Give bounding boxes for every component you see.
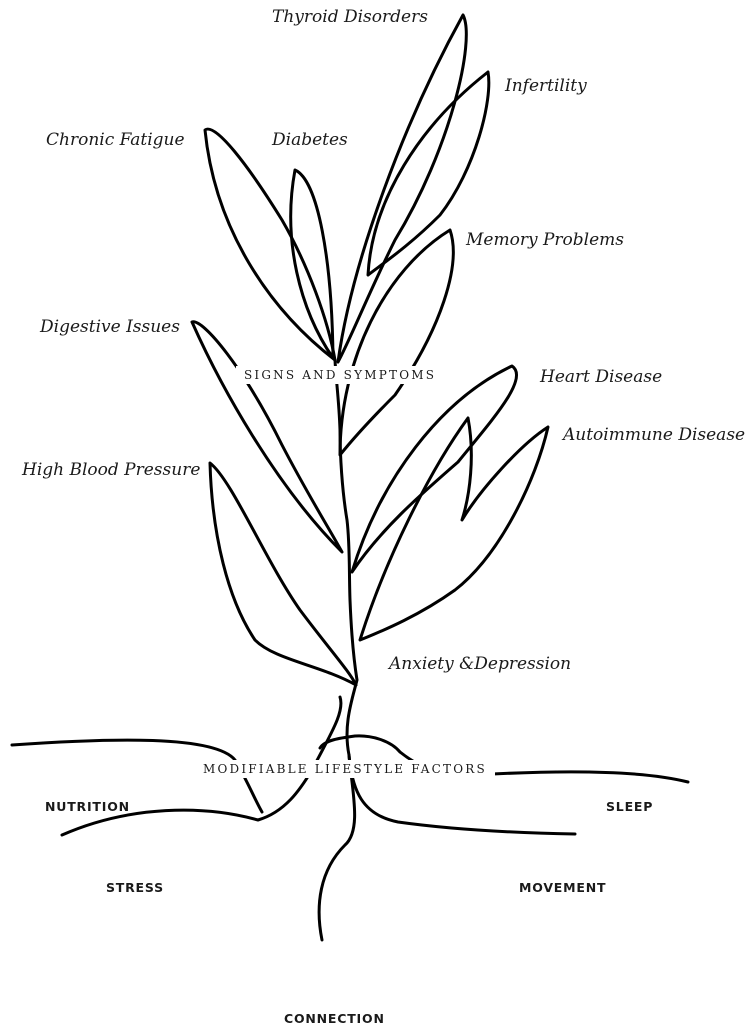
label-heart-disease: Heart Disease [540, 367, 662, 387]
leaf-thyroid [338, 15, 466, 362]
label-diabetes: Diabetes [272, 130, 348, 150]
label-thyroid-disorders: Thyroid Disorders [272, 7, 428, 27]
label-autoimmune-disease: Autoimmune Disease [563, 425, 745, 445]
section-label-signs-symptoms: Signs and Symptoms [236, 366, 444, 384]
label-anxiety-depression: Anxiety &Depression [389, 654, 571, 674]
root-label-connection: CONNECTION [284, 1011, 385, 1026]
root-label-stress: STRESS [106, 880, 164, 895]
label-chronic-fatigue: Chronic Fatigue [46, 130, 185, 150]
label-memory-problems: Memory Problems [466, 230, 624, 250]
root-connection-line [319, 755, 355, 940]
label-infertility: Infertility [505, 76, 587, 96]
root-label-movement: MOVEMENT [519, 880, 606, 895]
leaf-blood-pressure [210, 463, 356, 685]
section-label-lifestyle-factors: Modifiable Lifestyle Factors [195, 760, 495, 778]
root-label-nutrition: NUTRITION [45, 799, 130, 814]
root-label-sleep: SLEEP [606, 799, 653, 814]
label-digestive-issues: Digestive Issues [40, 317, 180, 337]
main-stem [335, 360, 357, 755]
label-high-blood-pressure: High Blood Pressure [22, 460, 200, 480]
